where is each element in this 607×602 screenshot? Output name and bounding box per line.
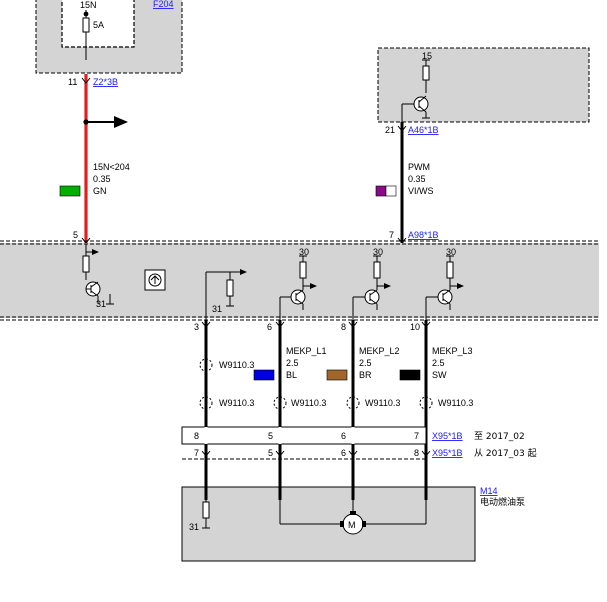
- fuse-rating: 5A: [93, 20, 104, 30]
- x-top-pin-1: 8: [194, 431, 199, 441]
- date-note-top: 至 2017_02: [474, 431, 525, 442]
- m14-resistor-icon: [202, 501, 210, 519]
- fuel-pump-m14-box: M14 电动燃油泵 31 M: [181, 486, 525, 562]
- l1-signal: MEKP_L1: [286, 346, 327, 356]
- l3-transistor-icon: [437, 289, 453, 305]
- l1-terminal-30: 30: [299, 247, 309, 257]
- w15n-signal: 15N<204: [93, 162, 130, 172]
- splice-d3-upper: W9110.3: [219, 360, 254, 370]
- component-name: 电动燃油泵: [480, 496, 525, 508]
- l2-terminal-30: 30: [373, 247, 383, 257]
- a46-transistor-icon: [413, 96, 429, 112]
- a98-sense-resistor-icon: [226, 279, 234, 297]
- x-bottom-pin-2: 5: [268, 448, 273, 458]
- pwm-signal: PWM: [408, 162, 430, 172]
- m14-t31: 31: [189, 522, 199, 532]
- fuse-ref-link[interactable]: F204: [153, 0, 174, 9]
- z2-connector-link[interactable]: Z2*3B: [93, 77, 118, 87]
- x-top-pin-2: 5: [268, 431, 273, 441]
- date-note-bottom: 从 2017_03 起: [474, 448, 537, 459]
- x-top-pin-4: 7: [414, 431, 419, 441]
- l1-resistor-icon: [299, 261, 307, 279]
- x-top-pin-3: 6: [341, 431, 346, 441]
- pwm-size: 0.35: [408, 174, 426, 184]
- pin-fuse-out: 11: [68, 77, 77, 87]
- l2-signal: MEKP_L2: [359, 346, 400, 356]
- a98-sense-t31: 31: [212, 304, 222, 314]
- module-a98-box: 31 31 30 30: [0, 240, 599, 321]
- x95-connector-bottom: 7 5 6 8 X95*1B 从 2017_03 起: [182, 448, 537, 460]
- l3-signal: MEKP_L3: [432, 346, 473, 356]
- lower-wires: 3 6 8 10 W9110.3 W9110.3 W9110.3 W9110.3…: [194, 320, 473, 516]
- pin-d3: 3: [194, 322, 199, 332]
- w15n-color: GN: [93, 186, 107, 196]
- svg-text:M: M: [348, 520, 356, 530]
- l2-color: BR: [359, 370, 372, 380]
- l3-terminal-30: 30: [446, 247, 456, 257]
- l1-size: 2.5: [286, 358, 299, 368]
- a46-resistor-icon: [422, 65, 430, 81]
- w15n-size: 0.35: [93, 174, 111, 184]
- w15n-color-swatch: [59, 185, 81, 197]
- l1-color: BL: [286, 370, 297, 380]
- a46-connector-link[interactable]: A46*1B: [408, 125, 439, 135]
- pin-d6: 6: [267, 322, 272, 332]
- l1-color-swatch: [253, 369, 275, 381]
- l3-size: 2.5: [432, 358, 445, 368]
- splice-d3-lower: W9110.3: [219, 398, 254, 408]
- pwm-color-swatch-a: [375, 185, 387, 197]
- x95-connector-top: 8 5 6 7 X95*1B 至 2017_02: [181, 426, 525, 445]
- x95-top-link[interactable]: X95*1B: [432, 431, 463, 441]
- l2-resistor-icon: [373, 261, 381, 279]
- l2-size: 2.5: [359, 358, 372, 368]
- pin-d8: 8: [341, 322, 346, 332]
- a98-input-t31: 31: [96, 299, 106, 309]
- fuse-node-icon: [83, 11, 89, 17]
- a46-terminal-15: 15: [422, 51, 432, 61]
- l3-color: SW: [432, 370, 447, 380]
- l2-transistor-icon: [364, 289, 380, 305]
- pin-right-a98: 7: [389, 230, 394, 240]
- a98-connector-link[interactable]: A98*1B: [408, 230, 439, 240]
- pin-a46-in: 21: [385, 125, 395, 135]
- fuse-icon: [82, 17, 90, 33]
- splice-d6: W9110.3: [291, 398, 326, 408]
- l1-transistor-icon: [290, 289, 306, 305]
- module-a46-box: 15: [377, 47, 590, 123]
- wire-15n: 11 Z2*3B 15N<204 0.35 GN 5: [59, 74, 130, 244]
- x95-bottom-link[interactable]: X95*1B: [432, 448, 463, 458]
- a98-input-resistor-icon: [82, 255, 90, 273]
- fuse-box: 15N 5A F204: [35, 0, 183, 74]
- pwm-color: VI/WS: [408, 186, 434, 196]
- junction-icon: [83, 119, 89, 125]
- fuse-terminal-label: 15N: [80, 0, 97, 10]
- splice-d10: W9110.3: [438, 398, 473, 408]
- m14-link[interactable]: M14: [480, 486, 498, 496]
- l3-resistor-icon: [446, 261, 454, 279]
- x-bottom-pin-1: 7: [194, 448, 199, 458]
- splice-d8: W9110.3: [365, 398, 400, 408]
- x-bottom-pin-4: 8: [414, 448, 419, 458]
- x-bottom-pin-3: 6: [341, 448, 346, 458]
- wire-pwm: 21 A46*1B PWM 0.35 VI/WS 7 A98*1B: [375, 122, 439, 244]
- pwm-color-swatch-b: [385, 185, 397, 197]
- l3-color-swatch: [399, 369, 421, 381]
- pin-left-a98: 5: [73, 230, 78, 240]
- l2-color-swatch: [326, 369, 348, 381]
- pin-d10: 10: [410, 322, 420, 332]
